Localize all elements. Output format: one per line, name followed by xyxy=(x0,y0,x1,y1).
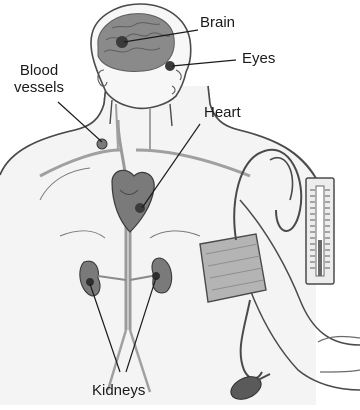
label-blood-vessels-line2: vessels xyxy=(6,79,72,96)
label-blood-vessels-line1: Blood xyxy=(6,62,72,79)
blood-vessel-point xyxy=(97,139,107,149)
brain-icon xyxy=(98,14,174,72)
label-kidneys: Kidneys xyxy=(92,382,145,399)
torso-fill xyxy=(0,86,316,405)
blood-pressure-cuff-icon xyxy=(200,234,266,302)
label-brain: Brain xyxy=(200,14,235,31)
label-eyes: Eyes xyxy=(242,50,275,67)
sphygmomanometer-gauge-icon xyxy=(306,178,334,284)
label-blood-vessels: Blood vessels xyxy=(6,62,72,96)
label-heart: Heart xyxy=(204,104,241,121)
